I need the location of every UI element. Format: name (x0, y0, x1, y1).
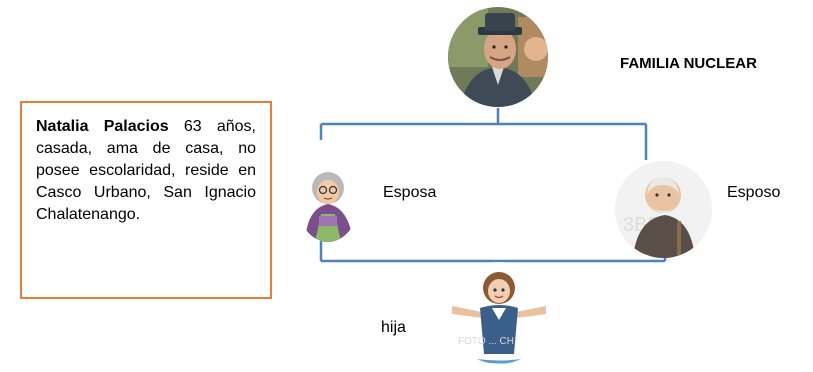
member-info-box: Natalia Palacios 63 años, casada, ama de… (20, 101, 272, 299)
label-esposa: Esposa (383, 184, 437, 201)
label-esposo: Esposo (727, 184, 781, 201)
elderly-man-avatar: 3BF (615, 161, 712, 258)
young-woman-avatar: FOTO ... CH (448, 262, 550, 364)
label-hija: hija (381, 319, 406, 336)
member-name: Natalia Palacios (36, 118, 169, 135)
man-in-hat-photo (448, 7, 548, 107)
svg-text:FOTO ... CH: FOTO ... CH (458, 336, 514, 347)
elderly-woman-avatar (297, 160, 359, 242)
diagram-title: FAMILIA NUCLEAR (620, 55, 757, 72)
member-description: 63 años, casada, ama de casa, no posee e… (36, 118, 257, 223)
